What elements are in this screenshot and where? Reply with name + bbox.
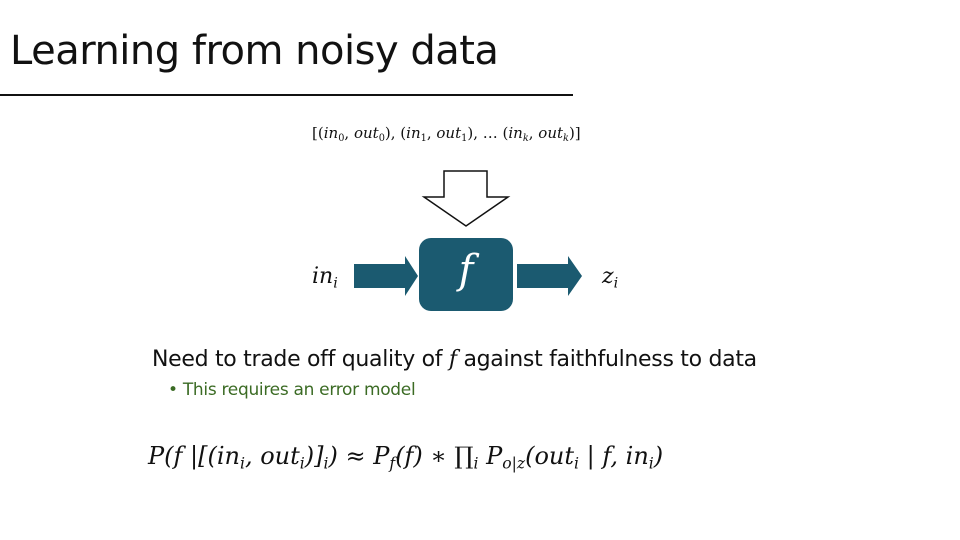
hollow-down-arrow bbox=[421, 170, 511, 227]
bullet-item: • This requires an error model bbox=[168, 380, 416, 400]
posterior-formula: P(f |[(ini, outi)]i) ≈ Pf(f) ∗ ∏i Po|z(o… bbox=[148, 442, 664, 473]
slide-title: Learning from noisy data bbox=[10, 28, 499, 74]
title-underline bbox=[0, 94, 573, 96]
output-label: zi bbox=[602, 264, 619, 292]
dataset-expression: [(in0, out0), (in1, out1), … (ink, outk)… bbox=[312, 124, 581, 144]
input-label: ini bbox=[312, 264, 338, 292]
function-box bbox=[419, 238, 513, 311]
function-label: f bbox=[458, 247, 474, 293]
input-arrow bbox=[354, 256, 418, 296]
tradeoff-statement: Need to trade off quality of f against f… bbox=[152, 347, 757, 372]
output-arrow bbox=[517, 256, 582, 296]
